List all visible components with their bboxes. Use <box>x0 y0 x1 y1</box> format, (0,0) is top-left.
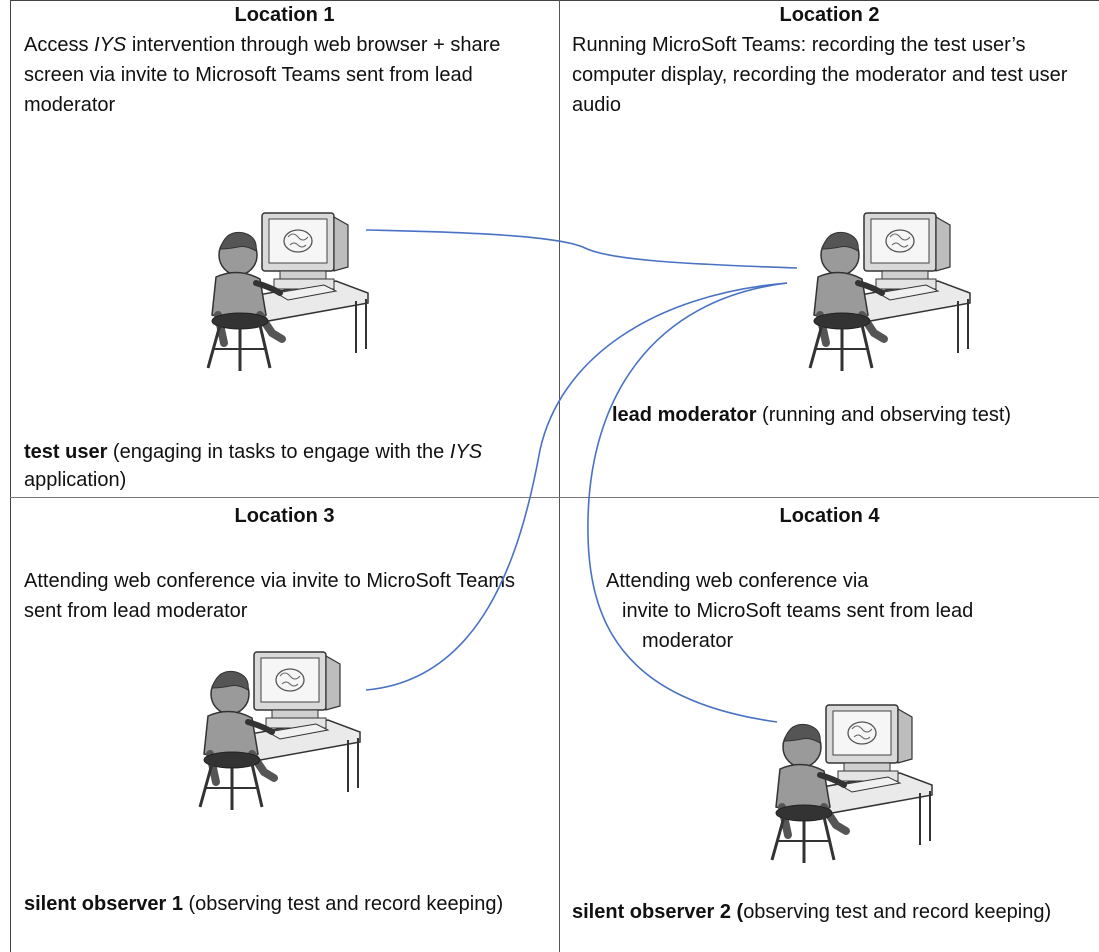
connector-moderator-to-observer-1 <box>365 282 788 691</box>
test-user-label: test user (engaging in tasks to engage w… <box>24 441 483 491</box>
connector-moderator-to-observer-2 <box>587 282 788 723</box>
horizontal-divider <box>10 497 1099 498</box>
location-4-description: Attending web conference via invite to M… <box>606 570 974 652</box>
location-1-description: Access IYS intervention through web brow… <box>24 34 501 116</box>
location-1-title: Location 1 <box>234 4 335 26</box>
location-2-description: Running MicroSoft Teams: recording the t… <box>572 34 1068 116</box>
lead-moderator-label: lead moderator (running and observing te… <box>612 404 1012 426</box>
diagram-frame <box>10 0 1099 952</box>
silent-observer-1-label: silent observer 1 (observing test and re… <box>24 893 504 915</box>
location-2-title: Location 2 <box>779 4 880 26</box>
vertical-divider <box>559 0 560 952</box>
location-4-title: Location 4 <box>779 505 880 527</box>
location-3-description: Attending web conference via invite to M… <box>24 570 515 622</box>
connector-test-user-to-moderator <box>365 229 798 269</box>
silent-observer-2-label: silent observer 2 (observing test and re… <box>572 901 1052 923</box>
location-3-title: Location 3 <box>234 505 335 527</box>
